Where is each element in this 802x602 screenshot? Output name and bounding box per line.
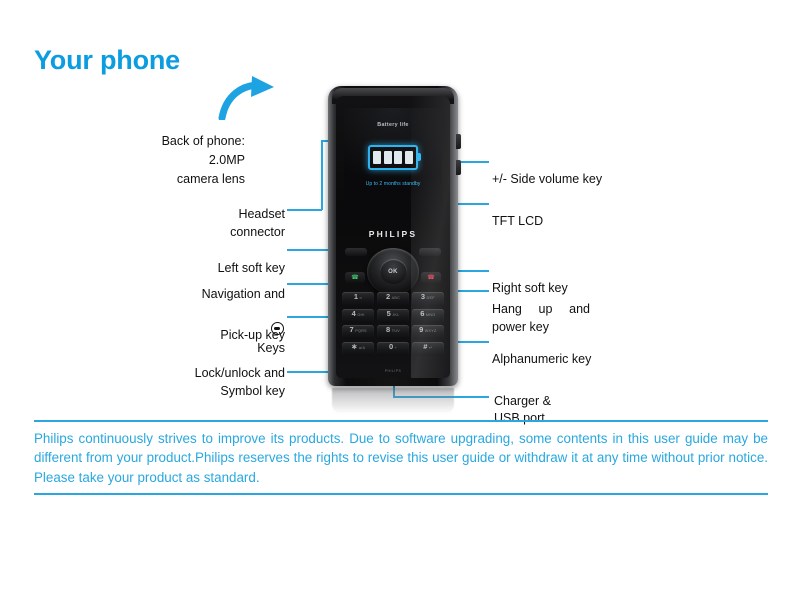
callout-tft-lcd-label: TFT LCD bbox=[492, 214, 544, 228]
right-soft-key[interactable] bbox=[419, 248, 441, 256]
key-8-sub: TUV bbox=[391, 329, 400, 333]
key-hash-digit: # bbox=[423, 341, 428, 351]
leader-line-alphanumeric-key bbox=[455, 341, 489, 343]
key-8-digit: 8 bbox=[386, 325, 391, 334]
callout-left-soft-key: Left soft key bbox=[175, 243, 285, 277]
page-title: Your phone bbox=[34, 45, 180, 75]
key-2-digit: 2 bbox=[385, 292, 391, 301]
callout-hang-up-power-key-label: Hang up and power key bbox=[492, 302, 590, 334]
phone-reflection bbox=[332, 388, 454, 414]
callout-lock-unlock-symbol-key-label: Lock/unlock and Symbol key bbox=[194, 366, 285, 398]
key-1-digit: 1 bbox=[353, 292, 359, 301]
ok-button[interactable]: OK bbox=[379, 259, 407, 284]
callout-navigation-keys: Navigation and Keys bbox=[160, 267, 285, 357]
side-volume-up-button[interactable] bbox=[456, 134, 461, 149]
key-2-sub: ABC bbox=[391, 296, 401, 300]
key-star-digit: ∗ bbox=[351, 341, 358, 351]
side-volume-down-button[interactable] bbox=[456, 160, 461, 175]
callout-tft-lcd: TFT LCD bbox=[492, 196, 612, 230]
ok-key-icon bbox=[271, 322, 284, 335]
key-3-digit: 3 bbox=[420, 292, 426, 301]
key-hash-sub: ↵ bbox=[428, 345, 433, 350]
callout-hang-up-power-key: Hang up and power key bbox=[492, 282, 590, 336]
phone-bottom-label: PHILIPS bbox=[384, 369, 402, 373]
key-4-sub: GHI bbox=[357, 312, 365, 317]
left-soft-key[interactable] bbox=[345, 248, 367, 256]
disclaimer-block: Philips continuously strives to improve … bbox=[34, 420, 768, 495]
phone-brand-logo: PHILIPS bbox=[368, 229, 418, 239]
navigation-pad[interactable]: OK bbox=[367, 248, 419, 295]
key-1-sub: ∞ bbox=[359, 296, 363, 300]
leader-line-headset-connector bbox=[287, 209, 322, 211]
phone-screen: Battery life Up to 2 months standby bbox=[344, 108, 442, 218]
leader-line-back-camera-v bbox=[321, 140, 323, 210]
callout-headset-connector-label: Headset connector bbox=[230, 207, 285, 239]
key-6-sub: MNO bbox=[425, 312, 436, 317]
key-6-digit: 6 bbox=[420, 308, 425, 318]
callout-pick-up-key: Pick-up key bbox=[175, 310, 285, 344]
callout-left-soft-key-label: Left soft key bbox=[217, 261, 285, 275]
pick-up-key[interactable]: ☎ bbox=[345, 272, 365, 283]
back-camera-arrow-icon bbox=[218, 76, 274, 120]
key-5-digit: 5 bbox=[386, 308, 391, 318]
screen-subtitle: Up to 2 months standby bbox=[365, 181, 421, 187]
key-0-sub: + bbox=[394, 345, 398, 350]
callout-back-camera-label: Back of phone: 2.0MP camera lens bbox=[161, 134, 245, 186]
key-3-sub: DEF bbox=[426, 296, 435, 300]
phone-front-face: Battery life Up to 2 months standby PHIL… bbox=[336, 96, 450, 378]
key-1[interactable]: 1∞ bbox=[342, 292, 375, 306]
callout-lock-unlock-symbol-key: Lock/unlock and Symbol key bbox=[150, 346, 285, 400]
key-0-digit: 0 bbox=[388, 341, 394, 351]
hang-up-power-key[interactable]: ☎ bbox=[421, 272, 441, 283]
disclaimer-text: Philips continuously strives to improve … bbox=[34, 430, 768, 485]
leader-line-tft-lcd bbox=[455, 203, 489, 205]
callout-navigation-keys-label-after: Keys bbox=[257, 341, 285, 355]
battery-icon bbox=[368, 145, 421, 170]
key-7-sub: PQRS bbox=[355, 329, 367, 333]
key-star[interactable]: ∗a/A bbox=[342, 341, 375, 356]
key-7-digit: 7 bbox=[349, 325, 354, 334]
key-hash[interactable]: #↵ bbox=[411, 341, 444, 356]
leader-line-lock-unlock-symbol-key bbox=[287, 371, 343, 373]
callout-pick-up-key-label: Pick-up key bbox=[220, 328, 285, 342]
callout-side-volume-key: +/- Side volume key bbox=[492, 154, 652, 188]
disclaimer-bottom-rule bbox=[34, 493, 768, 495]
leader-line-navigation-keys bbox=[287, 283, 350, 285]
leader-line-right-soft-key bbox=[455, 270, 489, 272]
leader-line-pick-up-key bbox=[287, 316, 350, 318]
key-9-sub: WXYZ bbox=[424, 329, 437, 333]
key-5-sub: JKL bbox=[392, 312, 400, 317]
callout-headset-connector: Headset connector bbox=[160, 187, 285, 241]
key-4-digit: 4 bbox=[351, 308, 356, 318]
key-0[interactable]: 0+ bbox=[376, 341, 410, 356]
disclaimer-top-rule bbox=[34, 420, 768, 422]
key-star-sub: a/A bbox=[358, 345, 366, 350]
callout-right-soft-key: Right soft key bbox=[492, 263, 622, 297]
leader-line-side-volume-key bbox=[461, 161, 489, 163]
callout-side-volume-key-label: +/- Side volume key bbox=[492, 172, 603, 186]
callout-right-soft-key-label: Right soft key bbox=[492, 281, 568, 295]
callout-back-camera: Back of phone: 2.0MP camera lens bbox=[130, 113, 245, 189]
callout-alphanumeric-key-label: Alphanumeric key bbox=[492, 352, 592, 366]
leader-line-hang-up-power-key bbox=[455, 290, 489, 293]
callout-navigation-keys-label-before: Navigation and bbox=[201, 287, 285, 301]
callout-alphanumeric-key: Alphanumeric key bbox=[492, 334, 652, 368]
leader-line-left-soft-key bbox=[287, 249, 350, 251]
phone-illustration: Battery life Up to 2 months standby PHIL… bbox=[328, 86, 461, 386]
screen-title: Battery life bbox=[377, 122, 409, 128]
key-9-digit: 9 bbox=[419, 325, 424, 334]
call-answer-icon: ☎ bbox=[351, 275, 359, 281]
call-end-icon: ☎ bbox=[427, 275, 435, 281]
